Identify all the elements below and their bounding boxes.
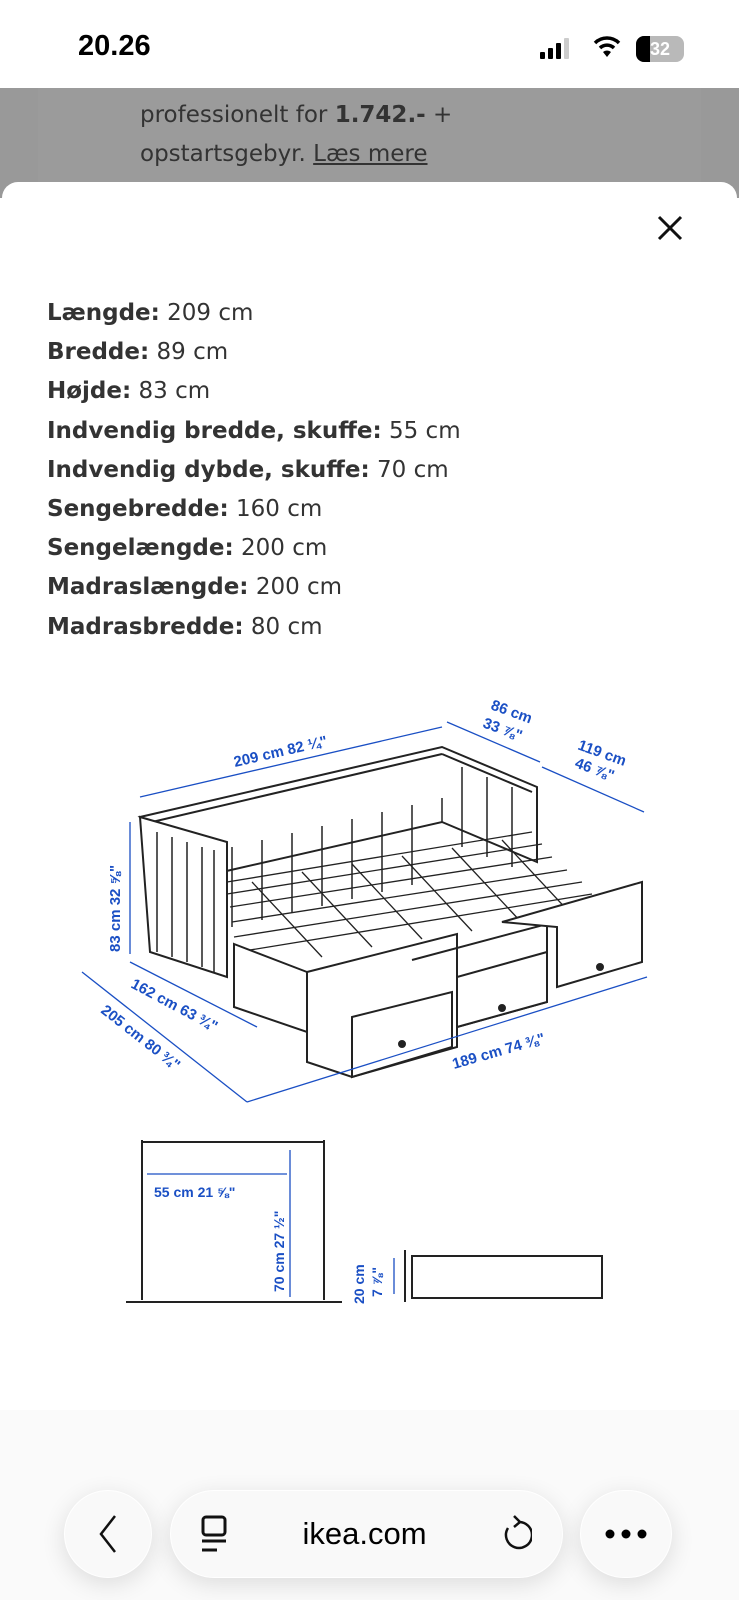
dim-front: 189 cm 74 ⅜": [450, 1030, 547, 1073]
drawer-plan: [126, 1140, 603, 1303]
dimension-lines: [81, 721, 648, 1103]
info-text: professionelt for: [140, 102, 335, 128]
dim-height: 83 cm 32 ⅝": [107, 865, 124, 952]
more-button[interactable]: [580, 1490, 672, 1578]
back-button[interactable]: [64, 1490, 152, 1578]
info-text: opstartsgebyr.: [140, 141, 314, 167]
dim-drawer-width: 55 cm 21 ⅝": [154, 1184, 235, 1200]
spec-row: Indvendig dybde, skuffe: 70 cm: [47, 456, 449, 483]
close-icon[interactable]: [657, 212, 683, 248]
spec-row: Højde: 83 cm: [47, 378, 211, 405]
wifi-icon: [593, 34, 621, 64]
spec-row: Sengebredde: 160 cm: [47, 496, 323, 523]
dimension-diagram: 209 cm 82 ¼" 86 cm 33 ⅞" 119 cm 46 ⅞" 83…: [81, 697, 648, 1304]
chevron-left-icon: [99, 1515, 116, 1553]
status-bar: 20.26 32: [0, 0, 739, 88]
price: 1.742.-: [334, 102, 426, 128]
assembly-info: professionelt for 1.742.- + opstartsgeby…: [140, 96, 452, 174]
browser-toolbar: ikea.com: [0, 1410, 739, 1600]
battery-level: 32: [649, 39, 671, 59]
dim-drawer-height-cm: 20 cm: [351, 1264, 367, 1304]
spec-row: Bredde: 89 cm: [47, 339, 229, 366]
clock: 20.26: [78, 30, 151, 62]
read-more-link[interactable]: Læs mere: [313, 141, 428, 167]
info-text: +: [425, 102, 453, 128]
spec-list: Længde: 209 cm Bredde: 89 cm Højde: 83 c…: [47, 294, 461, 647]
spec-row: Madraslængde: 200 cm: [47, 574, 343, 601]
spec-row: Madrasbredde: 80 cm: [47, 613, 323, 640]
dim-drawer-depth: 70 cm 27 ½": [271, 1211, 287, 1292]
spec-row: Sengelængde: 200 cm: [47, 535, 328, 562]
spec-row: Længde: 209 cm: [47, 300, 254, 326]
spec-row: Indvendig bredde, skuffe: 55 cm: [47, 417, 461, 444]
dim-drawer-height-in: 7 ⅞": [369, 1267, 385, 1297]
address-bar[interactable]: ikea.com: [170, 1490, 563, 1578]
url-text[interactable]: ikea.com: [302, 1516, 427, 1551]
bed-drawing: [137, 745, 643, 1079]
more-icon: [605, 1529, 647, 1539]
reload-icon[interactable]: [502, 1514, 532, 1554]
signal-icon: [540, 38, 569, 59]
dim-length: 209 cm 82 ¼": [232, 733, 329, 771]
battery-icon: 32: [636, 36, 684, 62]
page-background: professionelt for 1.742.- + opstartsgeby…: [0, 88, 739, 198]
dimensions-sheet: Længde: 209 cm Bredde: 89 cm Højde: 83 c…: [2, 182, 737, 1412]
tabs-icon: [201, 1515, 227, 1552]
